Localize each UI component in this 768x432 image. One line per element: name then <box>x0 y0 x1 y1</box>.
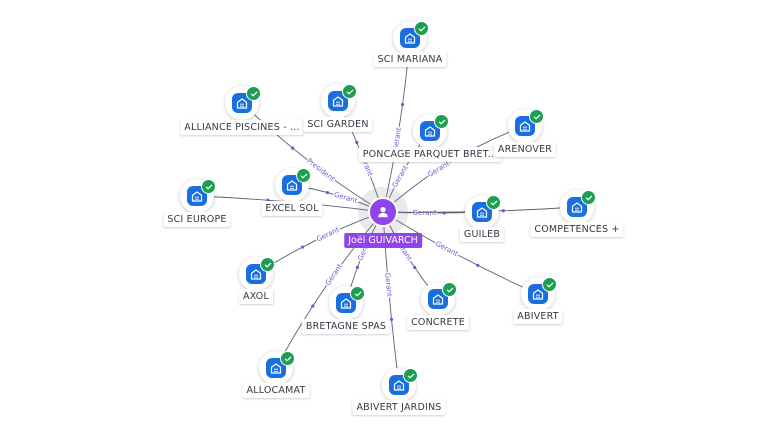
check-icon <box>280 351 295 366</box>
edge-label: President <box>305 157 336 183</box>
check-icon <box>486 195 501 210</box>
check-icon <box>260 257 275 272</box>
edge-label: Gerant <box>413 209 437 217</box>
check-icon <box>414 21 429 36</box>
edge-line <box>382 125 526 213</box>
company-label: ALLOCAMAT <box>242 383 310 398</box>
company-label: EXCEL SOL <box>261 201 323 216</box>
company-label: GUILEB <box>459 227 505 242</box>
edge-arrow-marker <box>325 190 329 195</box>
company-label: ARENOVER <box>493 142 557 157</box>
edge-label: Gerant <box>333 191 359 206</box>
edge-label: Gerant <box>391 164 410 189</box>
check-icon <box>442 282 457 297</box>
edge-arrow-marker <box>389 317 394 321</box>
company-label: PONCAGE PARQUET BRET... <box>358 147 502 162</box>
edge-label: Gerant <box>315 226 340 244</box>
edge-arrow-marker <box>413 265 417 270</box>
edge-label: Gerant <box>324 262 344 287</box>
edge-arrow-marker <box>355 265 360 269</box>
edge-label: Gerant <box>434 240 459 258</box>
check-icon <box>342 84 357 99</box>
company-label: ABIVERT JARDINS <box>352 400 446 415</box>
check-icon <box>434 114 449 129</box>
edge-arrow-marker <box>301 245 305 249</box>
check-icon <box>296 168 311 183</box>
edge-arrow-marker <box>501 209 505 213</box>
company-label: BRETAGNE SPAS <box>301 319 391 334</box>
company-label: SCI EUROPE <box>163 212 231 227</box>
edge-arrow-marker <box>400 102 405 107</box>
edge-label: Gerant <box>426 159 451 178</box>
check-icon <box>403 368 418 383</box>
edge-line <box>382 211 539 295</box>
check-icon <box>529 109 544 124</box>
edge-arrow-marker <box>476 263 480 267</box>
company-label: ABIVERT <box>513 309 563 324</box>
company-label: CONCRETE <box>407 315 469 330</box>
check-icon <box>581 190 596 205</box>
edge-label: Gerant <box>383 272 393 297</box>
edge-arrow-marker <box>311 304 315 308</box>
company-label: ALLIANCE PISCINES - ... <box>180 120 304 135</box>
edge-line <box>275 211 384 369</box>
check-icon <box>542 277 557 292</box>
check-icon <box>201 179 216 194</box>
company-label: SCI GARDEN <box>303 117 373 132</box>
edge-line <box>382 211 400 386</box>
edge-arrow-marker <box>291 146 295 150</box>
edge-line <box>241 102 384 213</box>
company-label: AXOL <box>239 289 273 304</box>
check-icon <box>246 86 261 101</box>
center-person-label: Joël GUIVARCH <box>344 233 422 248</box>
company-label: COMPETENCES + <box>530 222 624 237</box>
company-label: SCI MARIANA <box>373 52 447 67</box>
person-icon <box>368 197 398 227</box>
edge-arrow-marker <box>355 140 359 145</box>
check-icon <box>350 286 365 301</box>
